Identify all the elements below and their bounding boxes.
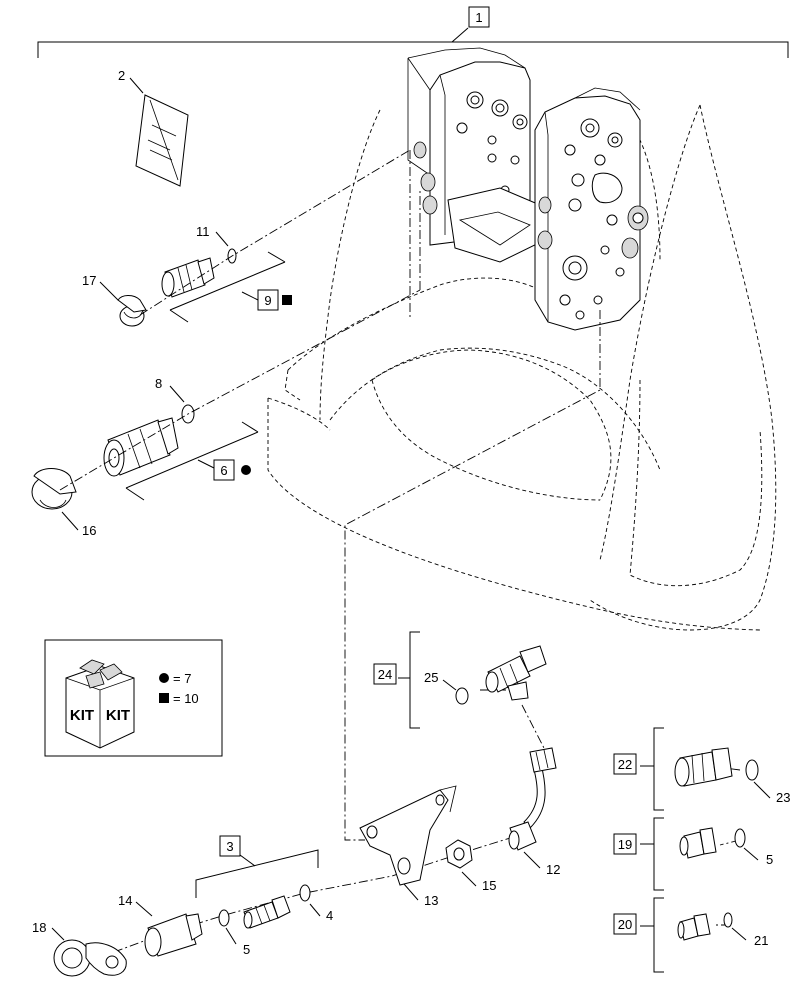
svg-text:2: 2 [118, 68, 125, 83]
oring-4 [299, 884, 311, 902]
tee-fitting [485, 645, 547, 701]
callout-11[interactable]: 11 [196, 224, 229, 247]
callout-5-lower[interactable]: 5 [225, 927, 250, 957]
valve-block-assembly [407, 47, 649, 331]
svg-text:18: 18 [32, 920, 46, 935]
oring-5-right [734, 828, 746, 848]
callout-1[interactable]: 1 [468, 6, 490, 28]
adapter-stem [243, 895, 291, 929]
svg-text:16: 16 [82, 523, 96, 538]
hydraulic-pipe [508, 747, 557, 851]
coupler-lower-14 [144, 913, 203, 957]
oring-25 [455, 687, 469, 705]
svg-text:6: 6 [220, 463, 227, 478]
kit-word-left: KIT [70, 707, 94, 724]
callout-13[interactable]: 13 [403, 883, 438, 908]
bracket-24-group [398, 631, 420, 729]
svg-text:21: 21 [754, 933, 768, 948]
mounting-bracket [359, 785, 457, 886]
svg-text:1: 1 [475, 10, 482, 25]
square-symbol [159, 693, 169, 703]
callout-24[interactable]: 24 [373, 663, 397, 685]
bracket-3-group [195, 849, 319, 898]
svg-text:5: 5 [243, 942, 250, 957]
dust-cap-17 [117, 295, 147, 327]
kit-legend-box: KIT KIT = 7 = 10 [44, 639, 223, 757]
svg-text:14: 14 [118, 893, 132, 908]
tractor-body-phantom [267, 104, 777, 631]
callout-4[interactable]: 4 [309, 903, 333, 923]
callout-23[interactable]: 23 [753, 781, 790, 805]
bracket-9-group [169, 251, 286, 323]
callout-12[interactable]: 12 [523, 851, 560, 877]
circle-equals-label: = 7 [173, 671, 191, 686]
coupler-upper [161, 257, 215, 298]
svg-text:8: 8 [155, 376, 162, 391]
svg-text:22: 22 [618, 757, 632, 772]
svg-text:25: 25 [424, 670, 438, 685]
fitting-19 [679, 827, 717, 859]
bracket-22-group [640, 727, 664, 811]
callout-3[interactable]: 3 [219, 835, 241, 857]
callout-8[interactable]: 8 [155, 376, 185, 403]
callout-5-right[interactable]: 5 [743, 847, 773, 867]
coupler-22 [674, 747, 733, 787]
callout-9[interactable]: 9 [241, 289, 292, 311]
svg-text:23: 23 [776, 790, 790, 805]
callout-14[interactable]: 14 [118, 893, 153, 917]
callout-22[interactable]: 22 [613, 753, 637, 775]
callout-2[interactable]: 2 [118, 68, 144, 94]
callout-15[interactable]: 15 [461, 871, 496, 893]
svg-text:20: 20 [618, 917, 632, 932]
nut-15 [445, 839, 473, 869]
assembly-bracket [37, 27, 789, 58]
callout-21[interactable]: 21 [731, 927, 768, 948]
oring-5-lower [218, 909, 230, 927]
svg-text:13: 13 [424, 893, 438, 908]
callout-6[interactable]: 6 [197, 459, 251, 481]
kit-word-right: KIT [106, 707, 130, 724]
callout-20[interactable]: 20 [613, 913, 637, 935]
svg-text:15: 15 [482, 878, 496, 893]
oring-23 [745, 759, 759, 781]
svg-text:24: 24 [378, 667, 392, 682]
svg-text:5: 5 [766, 852, 773, 867]
bracket-20-group [640, 897, 664, 973]
callout-18[interactable]: 18 [32, 920, 65, 941]
svg-text:4: 4 [326, 908, 333, 923]
svg-text:11: 11 [196, 224, 210, 239]
oring-21 [723, 912, 733, 928]
dust-cap-18 [53, 939, 127, 977]
svg-text:9: 9 [264, 293, 271, 308]
manual-booklet [135, 94, 189, 187]
svg-text:17: 17 [82, 273, 96, 288]
svg-text:19: 19 [618, 837, 632, 852]
svg-text:12: 12 [546, 862, 560, 877]
callout-17[interactable]: 17 [82, 273, 119, 301]
callout-19[interactable]: 19 [613, 833, 637, 855]
callout-16[interactable]: 16 [61, 511, 96, 538]
fitting-20 [677, 913, 711, 941]
square-equals-label: = 10 [173, 691, 199, 706]
callout-25[interactable]: 25 [424, 670, 457, 691]
bracket-6-group [125, 421, 259, 501]
svg-text:3: 3 [226, 839, 233, 854]
circle-symbol [159, 673, 169, 683]
bracket-19-group [640, 817, 664, 891]
dust-cap-16 [31, 468, 77, 510]
